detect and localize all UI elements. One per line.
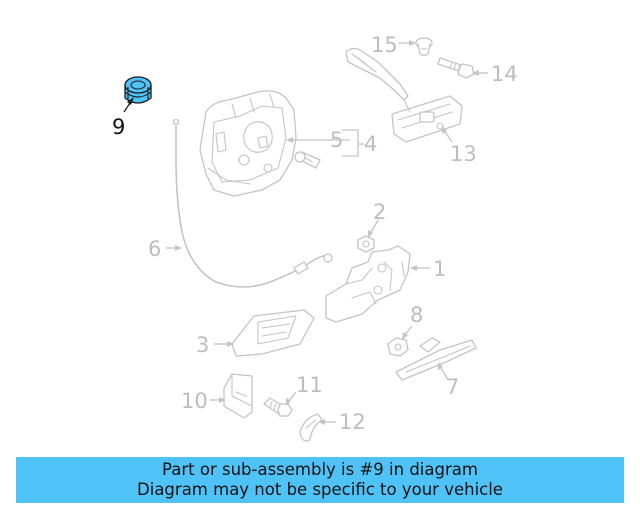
callout-6: 6 <box>148 237 161 261</box>
banner-line-disclaimer: Diagram may not be specific to your vehi… <box>137 480 503 499</box>
part-10-bracket <box>223 373 253 419</box>
leader-lines <box>123 40 488 425</box>
callout-3: 3 <box>196 333 209 357</box>
part-12-clip <box>299 413 323 442</box>
part-2-nut <box>357 235 375 253</box>
callout-11: 11 <box>296 373 323 397</box>
callout-5: 5 <box>330 128 343 152</box>
callout-4: 4 <box>364 132 377 156</box>
callout-14: 14 <box>491 62 518 86</box>
part-3-bracket <box>231 309 315 357</box>
callout-7: 7 <box>446 375 459 399</box>
info-banner: Part or sub-assembly is #9 in diagram Di… <box>16 457 624 503</box>
callout-10: 10 <box>181 389 208 413</box>
part-5-latch-assembly <box>199 90 297 197</box>
part-1-actuator <box>325 245 411 323</box>
part-13-handle-bracket <box>345 47 463 143</box>
part-14-bolt <box>437 57 475 79</box>
callout-9: 9 <box>112 115 125 139</box>
callout-12: 12 <box>339 410 366 434</box>
callout-1: 1 <box>433 257 446 281</box>
part-9-bushing <box>124 76 152 104</box>
banner-line-part: Part or sub-assembly is #9 in diagram <box>162 460 478 479</box>
callout-8: 8 <box>410 303 423 327</box>
part-4-connector <box>294 151 321 169</box>
callout-13: 13 <box>450 142 477 166</box>
part-6-cable <box>172 118 333 288</box>
callout-15: 15 <box>371 33 398 57</box>
callout-2: 2 <box>373 200 386 224</box>
part-7-trim <box>395 337 477 381</box>
part-15-clip <box>415 37 433 57</box>
part-8-nut <box>387 337 409 357</box>
parts-diagram: 9 15 14 5 4 13 6 2 1 8 3 7 10 11 12 <box>112 33 518 442</box>
